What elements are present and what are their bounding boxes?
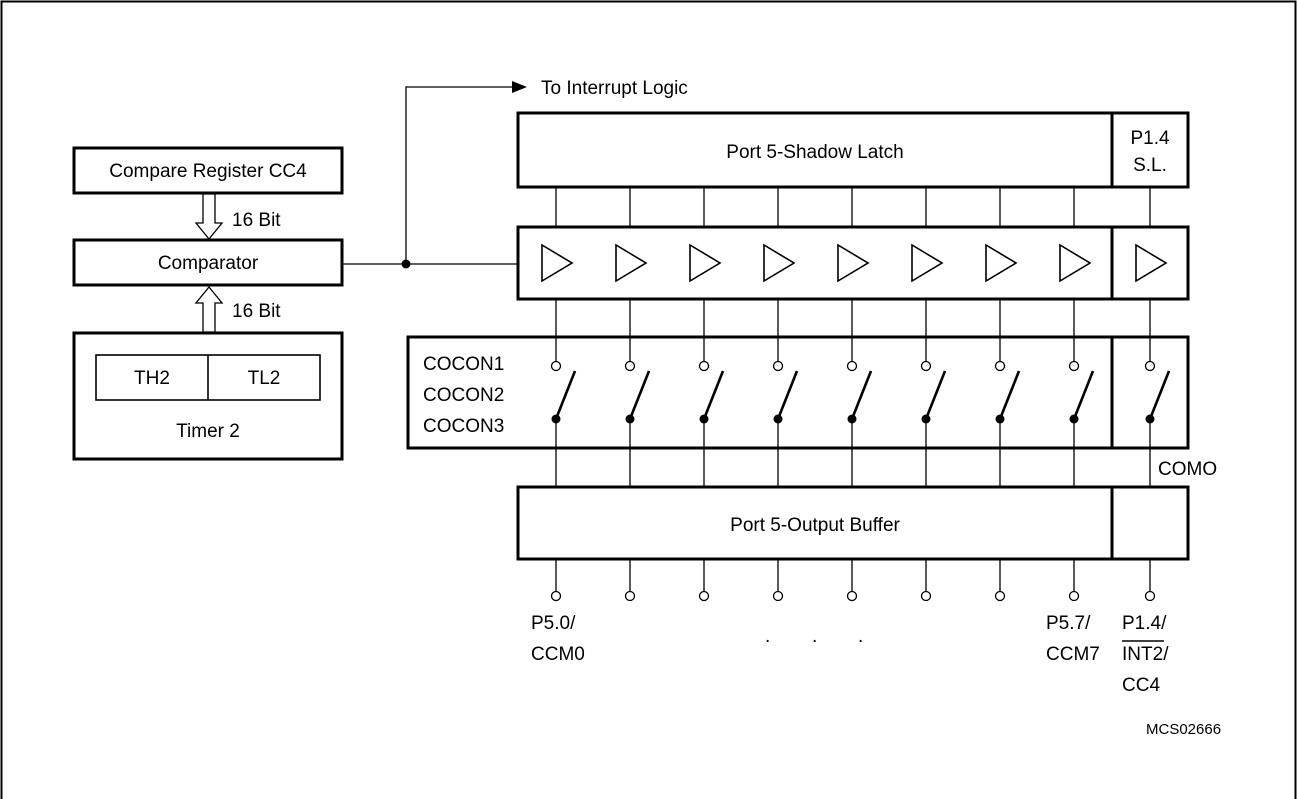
figure-id: MCS02666 bbox=[1146, 721, 1221, 738]
output-pin bbox=[624, 590, 636, 602]
switch-blade bbox=[924, 370, 947, 420]
p57-label-line1: P5.7/ bbox=[1046, 613, 1091, 634]
output-buffer-label: Port 5-Output Buffer bbox=[730, 515, 900, 536]
driver-triangle bbox=[1059, 243, 1092, 283]
output-pin bbox=[920, 590, 932, 602]
interrupt-arrowhead bbox=[512, 81, 527, 93]
driver-triangle bbox=[689, 243, 722, 283]
channel-1 bbox=[615, 187, 651, 602]
ellipsis-dot-3: . bbox=[858, 626, 863, 647]
channel-4 bbox=[837, 187, 873, 602]
interrupt-path: To Interrupt Logic bbox=[405, 78, 688, 264]
p14-sl-line2: S.L. bbox=[1133, 155, 1167, 176]
como-label: COMO bbox=[1158, 459, 1217, 480]
comparator-label: Comparator bbox=[158, 253, 259, 274]
driver-triangle bbox=[911, 243, 944, 283]
th2-label: TH2 bbox=[134, 368, 170, 389]
channel-0 bbox=[541, 187, 577, 602]
hollow-arrow-down bbox=[194, 193, 224, 241]
channel-2 bbox=[689, 187, 725, 602]
int2-overbar-text: INT2 bbox=[1122, 644, 1163, 665]
channel-3 bbox=[763, 187, 799, 602]
hollow-arrow-up bbox=[194, 285, 224, 333]
output-buffer-box: Port 5-Output Buffer bbox=[516, 485, 1190, 561]
compare-register-box: Compare Register CC4 bbox=[72, 146, 344, 195]
p14-label-line3: CC4 bbox=[1122, 675, 1160, 696]
cocon1-label: COCON1 bbox=[423, 354, 504, 375]
output-pin bbox=[772, 590, 784, 602]
tl2-label: TL2 bbox=[248, 368, 281, 389]
driver-box bbox=[516, 225, 1190, 301]
channel-p14 bbox=[1135, 187, 1171, 602]
p14-slash: / bbox=[1163, 644, 1169, 665]
cocon2-label: COCON2 bbox=[423, 385, 504, 406]
driver-triangle bbox=[541, 243, 574, 283]
channel-6 bbox=[985, 187, 1021, 602]
switch-box: COCON1 COCON2 COCON3 bbox=[406, 335, 1190, 450]
p14-sl-line1: P1.4 bbox=[1130, 128, 1170, 149]
shadow-latch-label: Port 5-Shadow Latch bbox=[726, 142, 903, 163]
output-pin bbox=[550, 590, 562, 602]
switch-blade bbox=[776, 370, 799, 420]
output-pin bbox=[698, 590, 710, 602]
channel-7 bbox=[1059, 187, 1095, 602]
output-pin bbox=[994, 590, 1006, 602]
timer-label: Timer 2 bbox=[176, 421, 240, 442]
switch-blade bbox=[1148, 370, 1171, 420]
switch-blade bbox=[628, 370, 651, 420]
p14-label-line2: INT2/ bbox=[1122, 644, 1169, 665]
driver-triangle bbox=[837, 243, 870, 283]
compare-register-label: Compare Register CC4 bbox=[109, 161, 307, 182]
switch-blade bbox=[702, 370, 725, 420]
bits-bottom-label: 16 Bit bbox=[232, 301, 281, 322]
junction-dot bbox=[401, 259, 411, 269]
driver-triangle bbox=[1135, 243, 1168, 283]
driver-triangle bbox=[615, 243, 648, 283]
comparator-box: Comparator bbox=[72, 238, 344, 287]
p50-label-line2: CCM0 bbox=[531, 644, 585, 665]
interrupt-label: To Interrupt Logic bbox=[541, 78, 688, 99]
driver-triangle bbox=[985, 243, 1018, 283]
driver-triangle bbox=[763, 243, 796, 283]
timer-box: TH2 TL2 Timer 2 bbox=[72, 331, 344, 461]
switch-blade bbox=[850, 370, 873, 420]
bits-top-label: 16 Bit bbox=[232, 210, 281, 231]
ellipsis-dot-2: . bbox=[812, 626, 817, 647]
output-pin bbox=[1144, 590, 1156, 602]
switch-blade bbox=[554, 370, 577, 420]
switch-blade bbox=[998, 370, 1021, 420]
output-pin bbox=[1068, 590, 1080, 602]
p50-label-line1: P5.0/ bbox=[531, 613, 576, 634]
shadow-latch-box: Port 5-Shadow Latch P1.4 S.L. bbox=[516, 111, 1190, 189]
switch-blade bbox=[1072, 370, 1095, 420]
ellipsis-dot-1: . bbox=[765, 626, 770, 647]
channel-5 bbox=[911, 187, 947, 602]
output-pin bbox=[846, 590, 858, 602]
p57-label-line2: CCM7 bbox=[1046, 644, 1100, 665]
p14-label-line1: P1.4/ bbox=[1122, 613, 1167, 634]
cocon3-label: COCON3 bbox=[423, 416, 504, 437]
